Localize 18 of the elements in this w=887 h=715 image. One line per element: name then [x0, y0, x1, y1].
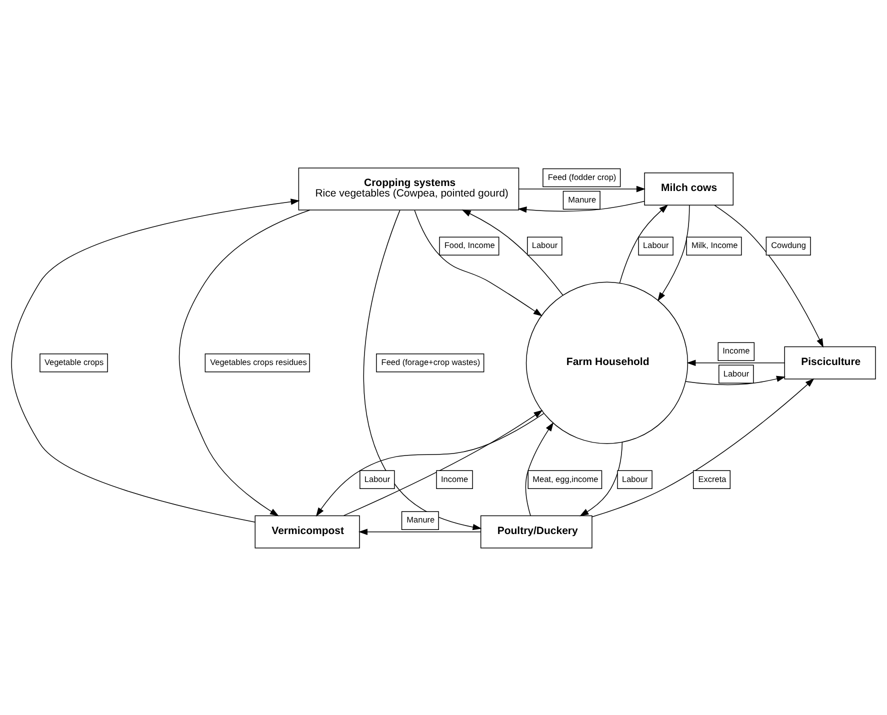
edge-label: Labour [622, 474, 648, 484]
edge-label: Feed (fodder crop) [548, 172, 616, 182]
edge-label: Labour [364, 474, 390, 484]
edge-label: Excreta [698, 474, 726, 484]
edge-label: Meat, egg,income [532, 474, 598, 484]
edge-label: Milk, Income [691, 240, 738, 250]
edge-label: Manure [406, 515, 435, 524]
edge-label: Vegetables crops residues [210, 357, 307, 366]
edge-label: Vegetable crops [44, 357, 104, 366]
edge-label: Manure [568, 194, 596, 204]
edge-label: Labour [532, 240, 558, 250]
edge-label: Income [441, 474, 468, 484]
edge-label: Cowdung [771, 240, 806, 250]
edge-label: Food, Income [444, 240, 495, 250]
edge-label: Labour [643, 240, 669, 250]
edge-label: Feed (forage+crop wastes) [381, 357, 480, 366]
edge-label: Labour [723, 368, 750, 378]
edge-label: Income [722, 346, 750, 356]
